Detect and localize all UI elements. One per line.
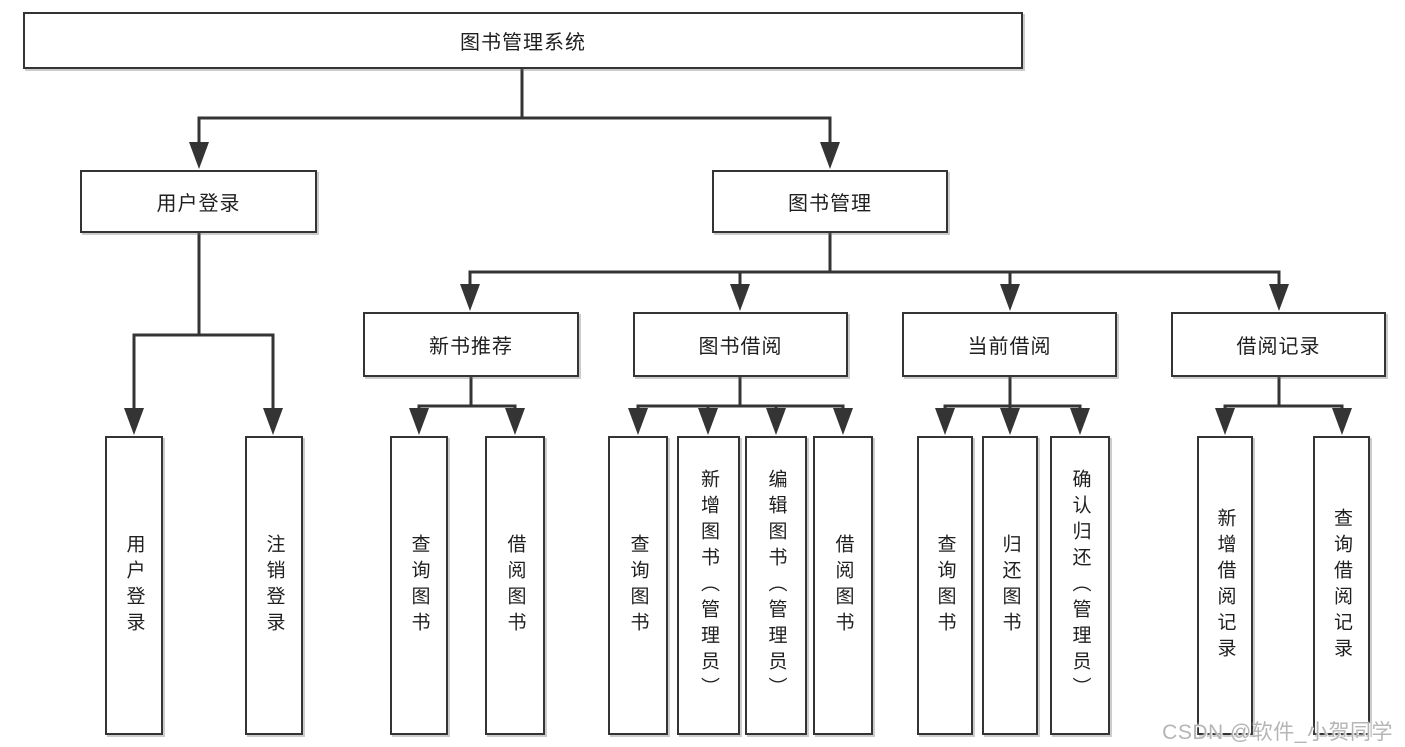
leaf-query-books-recommend-label: 查询图书 (408, 533, 430, 638)
leaf-add-borrow-record: 新增借阅记录 (1197, 436, 1253, 735)
node-book-borrow: 图书借阅 (633, 312, 848, 377)
leaf-borrow-books-borrow: 借阅图书 (813, 436, 873, 735)
node-book-management: 图书管理 (712, 170, 948, 233)
node-root-label: 图书管理系统 (460, 32, 586, 54)
leaf-query-books-current-label: 查询图书 (934, 533, 956, 638)
leaf-query-borrow-record: 查询借阅记录 (1313, 436, 1370, 735)
leaf-edit-book-admin-label: 编辑图书（管理员） (765, 468, 787, 703)
leaf-user-login-label: 用户登录 (123, 533, 145, 638)
node-book-management-label: 图书管理 (788, 193, 872, 215)
leaf-query-books-current: 查询图书 (917, 436, 973, 735)
node-user-login-label: 用户登录 (156, 193, 241, 215)
leaf-query-books-borrow-label: 查询图书 (627, 533, 649, 638)
leaf-confirm-return-admin: 确认归还（管理员） (1050, 436, 1110, 735)
leaf-add-book-admin: 新增图书（管理员） (677, 436, 740, 735)
node-current-borrow-label: 当前借阅 (967, 336, 1052, 358)
leaf-borrow-books-recommend-label: 借阅图书 (504, 533, 526, 638)
node-book-borrow-label: 图书借阅 (698, 336, 783, 358)
leaf-return-books: 归还图书 (982, 436, 1038, 735)
node-borrow-records: 借阅记录 (1171, 312, 1386, 377)
node-root: 图书管理系统 (23, 12, 1023, 69)
node-current-borrow: 当前借阅 (902, 312, 1117, 377)
leaf-logout-label: 注销登录 (263, 533, 285, 638)
leaf-confirm-return-admin-label: 确认归还（管理员） (1069, 468, 1091, 703)
csdn-watermark: CSDN @软件_小贺同学 (1162, 721, 1393, 744)
node-borrow-records-label: 借阅记录 (1236, 336, 1321, 358)
leaf-user-login: 用户登录 (105, 436, 163, 735)
leaf-add-book-admin-label: 新增图书（管理员） (698, 468, 719, 703)
leaf-return-books-label: 归还图书 (999, 533, 1021, 638)
leaf-query-books-recommend: 查询图书 (390, 436, 448, 735)
leaf-borrow-books-recommend: 借阅图书 (485, 436, 545, 735)
leaf-edit-book-admin: 编辑图书（管理员） (745, 436, 807, 735)
leaf-query-books-borrow: 查询图书 (608, 436, 668, 735)
node-user-login: 用户登录 (80, 170, 317, 233)
node-new-book-recommend-label: 新书推荐 (429, 336, 513, 358)
leaf-query-borrow-record-label: 查询借阅记录 (1331, 507, 1352, 664)
leaf-borrow-books-borrow-label: 借阅图书 (832, 533, 854, 638)
leaf-logout: 注销登录 (245, 436, 303, 735)
node-new-book-recommend: 新书推荐 (363, 312, 579, 377)
leaf-add-borrow-record-label: 新增借阅记录 (1214, 507, 1236, 664)
